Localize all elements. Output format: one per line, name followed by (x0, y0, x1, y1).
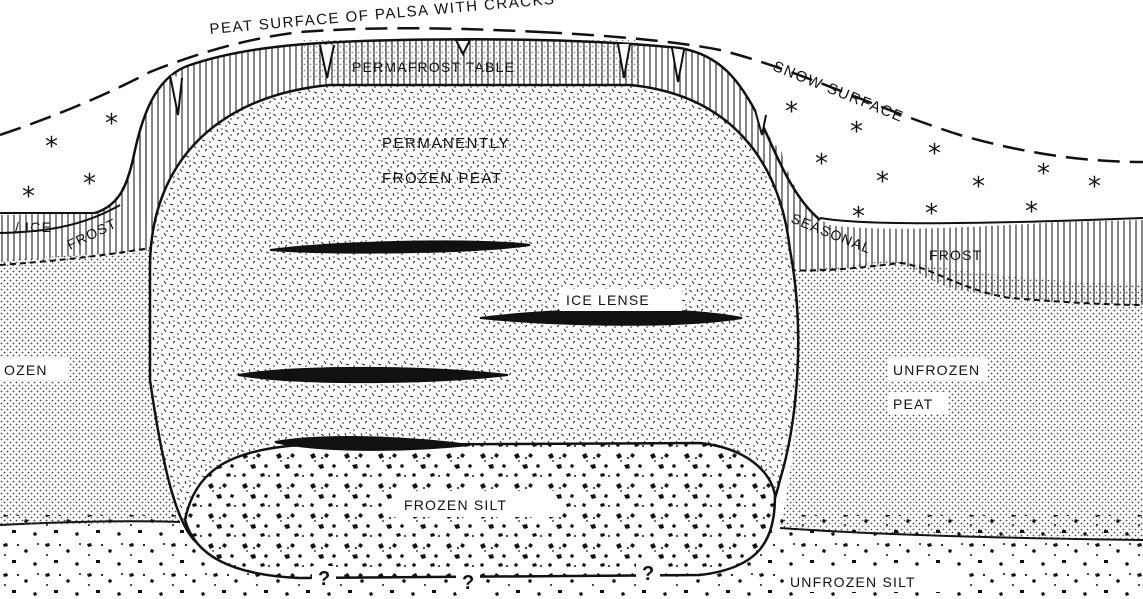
svg-text:*: * (22, 182, 35, 212)
label-peat-surface: PEAT SURFACE OF PALSA WITH CRACKS (209, 0, 556, 38)
svg-text:*: * (928, 139, 941, 169)
label-permanently: PERMANENTLY (382, 135, 510, 152)
svg-text:*: * (852, 202, 865, 232)
label-frost-right: FROST (929, 247, 982, 263)
label-unfrozen: UNFROZEN (893, 362, 980, 378)
svg-text:*: * (850, 117, 863, 147)
svg-text:*: * (105, 109, 118, 139)
label-ice-lense: ICE LENSE (566, 292, 650, 308)
svg-text:*: * (83, 169, 96, 199)
svg-text:*: * (1088, 172, 1101, 202)
svg-text:*: * (785, 97, 798, 127)
svg-text:*: * (876, 167, 889, 197)
label-peat: PEAT (893, 396, 933, 412)
unknown-mark-2: ? (462, 572, 474, 594)
svg-text:*: * (1025, 197, 1038, 227)
unknown-mark-3: ? (642, 563, 654, 585)
svg-text:*: * (972, 172, 985, 202)
svg-text:*: * (1037, 159, 1050, 189)
label-ice-left: / ICE (15, 219, 52, 235)
label-frozen-silt: FROZEN SILT (404, 497, 507, 513)
label-permafrost-table: PERMAFROST TABLE (352, 59, 515, 75)
label-unfrozen-silt: UNFROZEN SILT (790, 574, 916, 590)
svg-text:*: * (925, 199, 938, 229)
svg-text:*: * (815, 149, 828, 179)
label-ozen: OZEN (4, 362, 48, 378)
svg-text:*: * (45, 132, 58, 162)
unknown-mark-1: ? (318, 568, 330, 590)
label-frozen-peat: FROZEN PEAT (382, 170, 502, 187)
